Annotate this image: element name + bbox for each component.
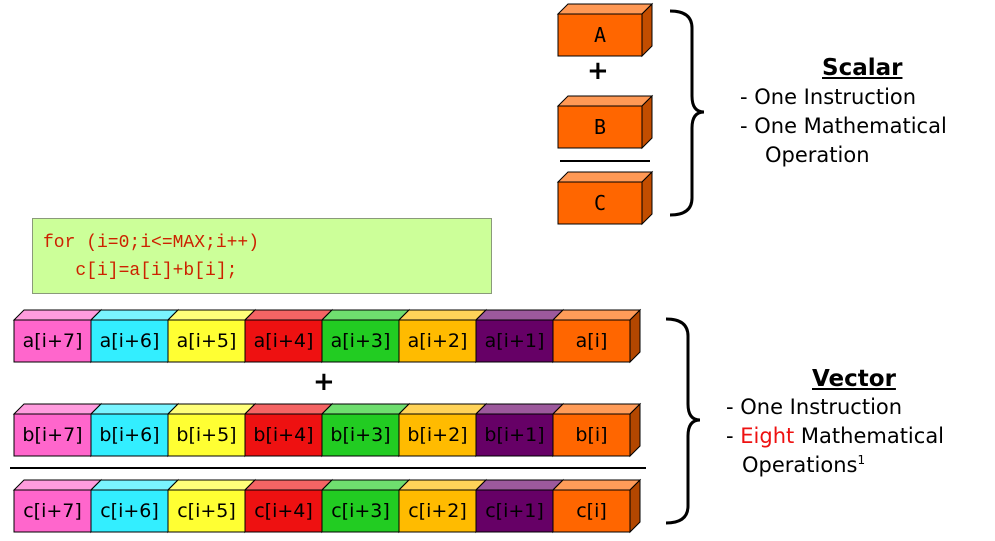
vector-cell-label: b[i+2]: [407, 424, 468, 446]
vector-cell-c-3: c[i+4]: [243, 478, 334, 534]
vector-cell-shape: [551, 478, 642, 534]
vector-cell-b-3: b[i+4]: [243, 402, 334, 458]
vector-line-3-text: Operations: [742, 453, 858, 477]
vector-cell-label: b[i+1]: [484, 424, 545, 446]
vector-cell-c-4: c[i+3]: [320, 478, 411, 534]
vector-cell-a-5: a[i+2]: [397, 308, 488, 364]
scalar-block-c-shape: [556, 170, 654, 226]
vector-cell-a-4: a[i+3]: [320, 308, 411, 364]
vector-cell-label: b[i]: [575, 424, 608, 446]
vector-cell-label: a[i+3]: [330, 330, 391, 352]
vector-cell-label: b[i+3]: [330, 424, 391, 446]
scalar-result-line: [560, 160, 650, 162]
vector-cell-shape: [551, 402, 642, 458]
vector-cell-label: c[i+6]: [100, 500, 159, 522]
vector-cell-c-5: c[i+2]: [397, 478, 488, 534]
vector-cell-label: a[i+7]: [22, 330, 83, 352]
vector-line-2-suffix: Mathematical: [794, 424, 945, 448]
scalar-block-a-shape: [556, 2, 654, 58]
scalar-block-b: B: [556, 94, 654, 150]
vector-cell-label: c[i+7]: [23, 500, 82, 522]
scalar-line-1: - One Instruction: [740, 85, 917, 109]
scalar-label-b: B: [593, 115, 607, 139]
scalar-line-3: Operation: [765, 143, 870, 167]
scalar-block-b-shape: [556, 94, 654, 150]
code-line-1: for (i=0;i<=MAX;i++): [43, 233, 260, 253]
vector-cell-label: c[i+1]: [485, 500, 544, 522]
vector-cell-label: a[i+1]: [484, 330, 545, 352]
vector-cell-label: a[i+4]: [253, 330, 314, 352]
vector-cell-b-2: b[i+5]: [166, 402, 257, 458]
vector-line-2-highlight: Eight: [740, 424, 795, 448]
vector-cell-b-4: b[i+3]: [320, 402, 411, 458]
vector-title: Vector: [812, 366, 896, 392]
vector-cell-shape: [551, 308, 642, 364]
vector-cell-a-7: a[i]: [551, 308, 642, 364]
vector-cell-label: a[i+6]: [99, 330, 160, 352]
vector-line-2-prefix: -: [726, 424, 741, 448]
scalar-brace: [669, 9, 704, 217]
vector-cell-label: c[i]: [576, 500, 607, 522]
vector-cell-a-2: a[i+5]: [166, 308, 257, 364]
vector-cell-a-0: a[i+7]: [12, 308, 103, 364]
vector-line-1: - One Instruction: [726, 395, 903, 419]
vector-cell-b-0: b[i+7]: [12, 402, 103, 458]
vector-row-b: b[i+7] b[i+6] b[i+5] b[i+4] b[i+3] b[i+2] b[i+…: [12, 402, 654, 458]
scalar-label-c: C: [593, 191, 607, 215]
vector-row-c: c[i+7] c[i+6] c[i+5] c[i+4] c[i+3] c[i+2] c[i+…: [12, 478, 654, 534]
vector-cell-shape: [397, 308, 488, 364]
scalar-block-a: A: [556, 2, 654, 58]
vector-cell-label: c[i+3]: [331, 500, 390, 522]
vector-cell-b-5: b[i+2]: [397, 402, 488, 458]
scalar-plus-sign: +: [587, 56, 609, 86]
code-line-2: c[i]=a[i]+b[i];: [43, 261, 238, 281]
vector-cell-b-1: b[i+6]: [89, 402, 180, 458]
footnote-marker: 1: [857, 453, 866, 467]
scalar-title: Scalar: [822, 55, 903, 81]
code-snippet: for (i=0;i<=MAX;i++) c[i]=a[i]+b[i];: [32, 218, 492, 294]
vector-cell-a-3: a[i+4]: [243, 308, 334, 364]
vector-cell-label: b[i+4]: [253, 424, 314, 446]
vector-cell-label: c[i+4]: [254, 500, 313, 522]
vector-cell-c-6: c[i+1]: [474, 478, 565, 534]
vector-cell-c-7: c[i]: [551, 478, 642, 534]
vector-cell-a-1: a[i+6]: [89, 308, 180, 364]
vector-line-3: Operations1: [742, 453, 865, 477]
vector-row-a: a[i+7] a[i+6] a[i+5] a[i+4] a[i+3] a[i+2] a[i+…: [12, 308, 654, 364]
vector-cell-c-2: c[i+5]: [166, 478, 257, 534]
vector-cell-a-6: a[i+1]: [474, 308, 565, 364]
scalar-line-2: - One Mathematical: [740, 114, 947, 138]
vector-cell-label: a[i+2]: [407, 330, 468, 352]
scalar-block-c: C: [556, 170, 654, 226]
vector-cell-b-7: b[i]: [551, 402, 642, 458]
vector-cell-label: c[i+2]: [408, 500, 467, 522]
vector-cell-c-0: c[i+7]: [12, 478, 103, 534]
vector-cell-label: a[i]: [575, 330, 608, 352]
vector-brace: [665, 317, 700, 525]
vector-cell-c-1: c[i+6]: [89, 478, 180, 534]
vector-line-2: - Eight Mathematical: [726, 424, 944, 448]
vector-cell-label: b[i+6]: [99, 424, 160, 446]
vector-cell-b-6: b[i+1]: [474, 402, 565, 458]
vector-plus-sign: +: [313, 367, 335, 397]
scalar-label-a: A: [593, 23, 607, 47]
vector-result-line: [10, 467, 646, 469]
vector-cell-label: a[i+5]: [176, 330, 237, 352]
vector-cell-label: b[i+7]: [22, 424, 83, 446]
vector-cell-label: c[i+5]: [177, 500, 236, 522]
vector-cell-label: b[i+5]: [176, 424, 237, 446]
